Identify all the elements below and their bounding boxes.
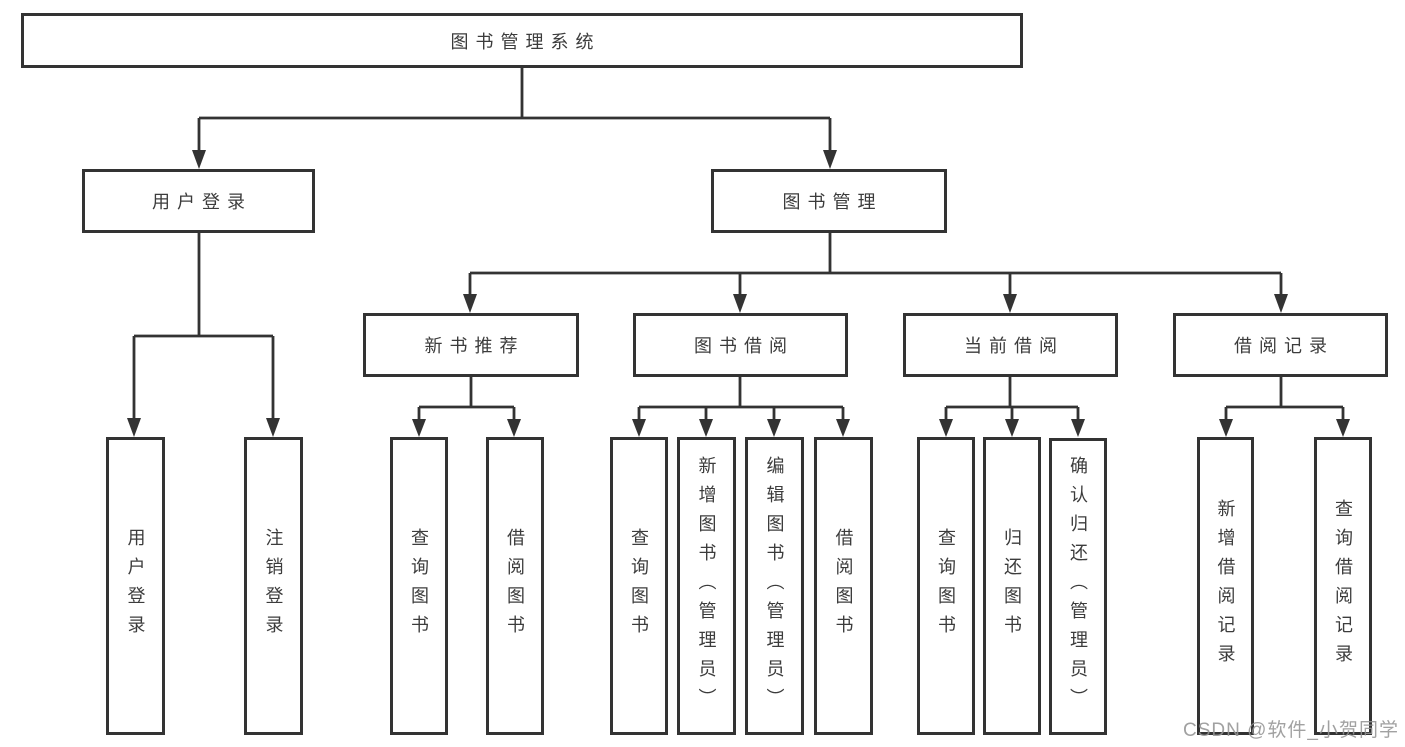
connector-root-to-level2 bbox=[197, 68, 832, 152]
leaf-query-borrow-record: 查询借阅记录 bbox=[1314, 437, 1372, 735]
leaf-borrow-books-recommend: 借阅图书 bbox=[486, 437, 544, 735]
connector-book-mgmt-to-level3 bbox=[468, 233, 1283, 296]
leaf-query-books-current: 查询图书 bbox=[917, 437, 975, 735]
node-current-borrowing-label: 当前借阅 bbox=[964, 336, 1064, 356]
node-user-login-label: 用户登录 bbox=[152, 192, 252, 212]
leaf-confirm-return-admin-label: 确认归还（管理员） bbox=[1068, 456, 1088, 717]
node-root-label: 图书管理系统 bbox=[450, 31, 601, 52]
arrowheads-book-borrow-branch bbox=[632, 419, 850, 437]
connector-user-login-branch bbox=[132, 233, 275, 420]
node-current-borrowing: 当前借阅 bbox=[903, 313, 1118, 377]
node-root-system: 图书管理系统 bbox=[21, 13, 1023, 68]
arrowheads-level3 bbox=[463, 294, 1288, 313]
arrowheads-user-login-branch bbox=[127, 418, 280, 437]
connector-current-borrow-branch bbox=[944, 377, 1080, 420]
leaf-logout-label: 注销登录 bbox=[263, 528, 284, 644]
leaf-query-books-borrowing-label: 查询图书 bbox=[629, 528, 649, 644]
leaf-edit-books-admin-label: 编辑图书（管理员） bbox=[764, 455, 785, 717]
leaf-user-login: 用户登录 bbox=[106, 437, 165, 735]
arrowheads-new-book-branch bbox=[412, 419, 521, 437]
connector-book-borrow-branch bbox=[637, 377, 845, 420]
leaf-add-borrow-record: 新增借阅记录 bbox=[1197, 437, 1254, 735]
leaf-return-books-label: 归还图书 bbox=[1002, 528, 1022, 644]
connector-new-book-branch bbox=[417, 377, 516, 420]
leaf-borrow-books-borrowing-label: 借阅图书 bbox=[833, 528, 854, 644]
leaf-query-borrow-record-label: 查询借阅记录 bbox=[1333, 499, 1353, 673]
connector-borrow-records-branch bbox=[1224, 377, 1345, 420]
leaf-query-books-current-label: 查询图书 bbox=[936, 528, 956, 644]
node-book-borrowing: 图书借阅 bbox=[633, 313, 848, 377]
arrowheads-current-borrow-branch bbox=[939, 419, 1085, 437]
csdn-watermark: CSDN @软件_小贺同学 bbox=[1183, 720, 1399, 741]
leaf-borrow-books-recommend-label: 借阅图书 bbox=[505, 528, 525, 644]
leaf-logout: 注销登录 bbox=[244, 437, 303, 735]
node-borrowing-records: 借阅记录 bbox=[1173, 313, 1388, 377]
node-user-login: 用户登录 bbox=[82, 169, 315, 233]
leaf-query-books-recommend: 查询图书 bbox=[390, 437, 448, 735]
node-new-book-recommend-label: 新书推荐 bbox=[424, 336, 525, 356]
leaf-return-books: 归还图书 bbox=[983, 437, 1041, 735]
leaf-add-borrow-record-label: 新增借阅记录 bbox=[1215, 499, 1236, 673]
node-book-borrowing-label: 图书借阅 bbox=[694, 336, 794, 356]
node-borrowing-records-label: 借阅记录 bbox=[1234, 336, 1334, 356]
leaf-borrow-books-borrowing: 借阅图书 bbox=[814, 437, 873, 735]
leaf-confirm-return-admin: 确认归还（管理员） bbox=[1049, 438, 1107, 735]
node-new-book-recommend: 新书推荐 bbox=[363, 313, 579, 377]
leaf-add-books-admin-label: 新增图书（管理员） bbox=[696, 455, 717, 717]
node-book-management: 图书管理 bbox=[711, 169, 947, 233]
arrowheads-level2 bbox=[192, 150, 837, 169]
leaf-edit-books-admin: 编辑图书（管理员） bbox=[745, 437, 804, 735]
leaf-add-books-admin: 新增图书（管理员） bbox=[677, 437, 736, 735]
leaf-query-books-recommend-label: 查询图书 bbox=[409, 528, 429, 644]
node-book-management-label: 图书管理 bbox=[782, 192, 883, 212]
leaf-user-login-label: 用户登录 bbox=[125, 528, 146, 644]
arrowheads-borrow-records-branch bbox=[1219, 419, 1350, 437]
leaf-query-books-borrowing: 查询图书 bbox=[610, 437, 668, 735]
